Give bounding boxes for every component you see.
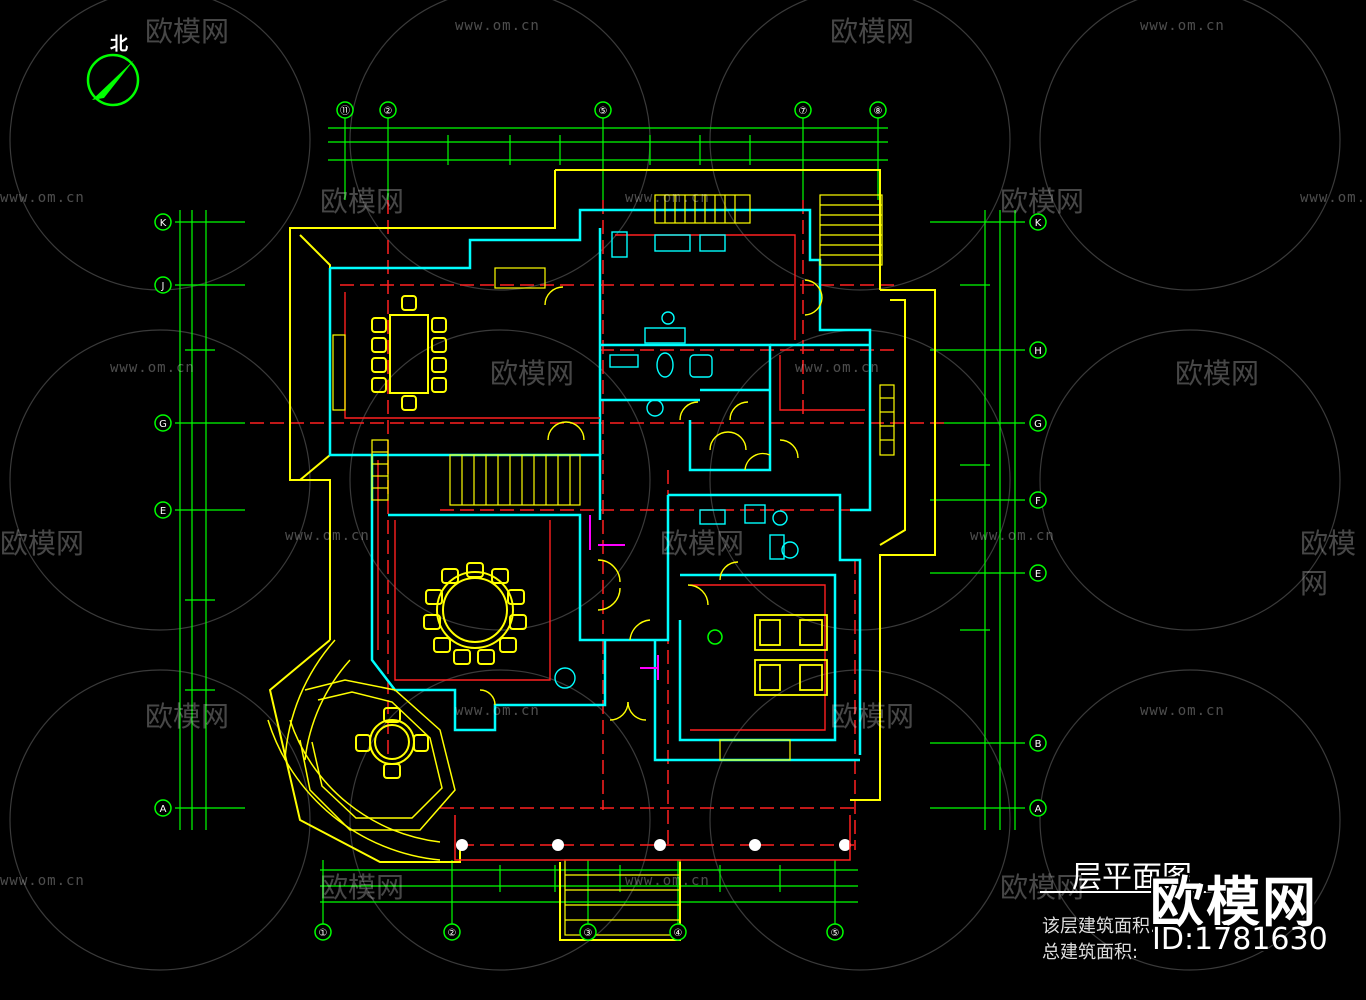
grid-top-2: ② [384, 106, 393, 117]
bay-window [267, 639, 456, 861]
accent-marks [589, 515, 659, 680]
watermark-brand: 欧模网 [490, 357, 575, 390]
grid-left-4: E [160, 506, 166, 517]
total-area-note: 总建筑面积: [1042, 942, 1139, 963]
watermark-brand: 欧模网 [830, 700, 915, 733]
grid-right-7: A [1035, 804, 1042, 815]
watermark-url: www.om.cn [0, 873, 85, 889]
fixtures [554, 231, 799, 689]
north-label: 北 [110, 34, 128, 55]
watermark-url: www.om.cn [1140, 703, 1225, 719]
grid-bubbles [154, 101, 1047, 941]
watermark-url: www.om.cn [1140, 18, 1225, 34]
watermark-url: www.om.cn [0, 190, 85, 206]
exterior-outline [268, 169, 936, 941]
beds [754, 614, 828, 696]
grid-right-1: K [1035, 218, 1042, 229]
interior-walls [328, 208, 872, 762]
grid-left-5: A [160, 804, 167, 815]
grid-top-4: ⑦ [799, 106, 808, 117]
grid-top-1: ⑪ [340, 105, 350, 117]
grid-bottom-5: ⑤ [831, 928, 840, 939]
watermark-brand: 欧模网 [320, 871, 405, 904]
watermark-url: www.om.cn [625, 873, 710, 889]
watermark-url: www.om.cn [285, 528, 370, 544]
watermark-brand: 欧模网 [1000, 871, 1085, 904]
grid-top-5: ⑧ [874, 106, 883, 117]
watermark-url: www.om.cn [795, 360, 880, 376]
model-id: ID:1781630 [1152, 922, 1328, 957]
grid-right-6: B [1035, 739, 1042, 750]
grid-left-1: K [160, 218, 167, 229]
dining-table-rect [371, 295, 447, 411]
grid-bottom-3: ③ [584, 928, 593, 939]
watermark-url: www.om.cn [455, 703, 540, 719]
grid-label-text: ⑪ ② ⑤ ⑦ ⑧ K J G E A K H G F E B A ① ② ③ … [159, 105, 1042, 939]
stairs [332, 194, 895, 936]
doors [479, 279, 823, 721]
watermark-circles [9, 0, 1341, 971]
grid-top-3: ⑤ [599, 106, 608, 117]
grid-left-2: J [161, 281, 165, 292]
watermark-brand: 欧模网 [1300, 527, 1357, 600]
terrace [454, 815, 851, 861]
watermark-brand: 欧模网 [145, 700, 230, 733]
grid-bottom-1: ① [319, 928, 328, 939]
grid-right-5: E [1035, 569, 1041, 580]
grid-bottom-4: ④ [674, 928, 683, 939]
watermark-brand: 欧模网 [1000, 185, 1085, 218]
watermark-url: www.om.cn [625, 190, 710, 206]
round-dining-table [423, 562, 527, 665]
watermark-brand: 欧模网 [830, 15, 915, 48]
floor-area-note: 该层建筑面积: [1042, 916, 1157, 937]
grid-bottom-2: ② [448, 928, 457, 939]
watermark-url: www.om.cn [110, 360, 195, 376]
north-arrow [86, 53, 140, 107]
grid-right-2: H [1034, 346, 1042, 357]
watermark-brand: 欧模网 [0, 527, 85, 560]
grid-left-3: G [159, 419, 167, 430]
brand-watermark: 欧模网 [1150, 871, 1318, 934]
watermark-brand: 欧模网 [320, 185, 405, 218]
watermark-brand: 欧模网 [145, 15, 230, 48]
plan-title: 层平面图 [1072, 860, 1192, 895]
grid-right-3: G [1034, 419, 1042, 430]
watermark-url: www.om.cn [1300, 190, 1366, 206]
watermark-url: www.om.cn [970, 528, 1055, 544]
grid-right-4: F [1035, 496, 1041, 507]
watermark-brand: 欧模网 [660, 527, 745, 560]
tea-table [355, 707, 429, 779]
dimension-lines [175, 110, 1025, 925]
watermark-url: www.om.cn [455, 18, 540, 34]
columns [456, 839, 851, 851]
watermark-brand: 欧模网 [1175, 357, 1260, 390]
